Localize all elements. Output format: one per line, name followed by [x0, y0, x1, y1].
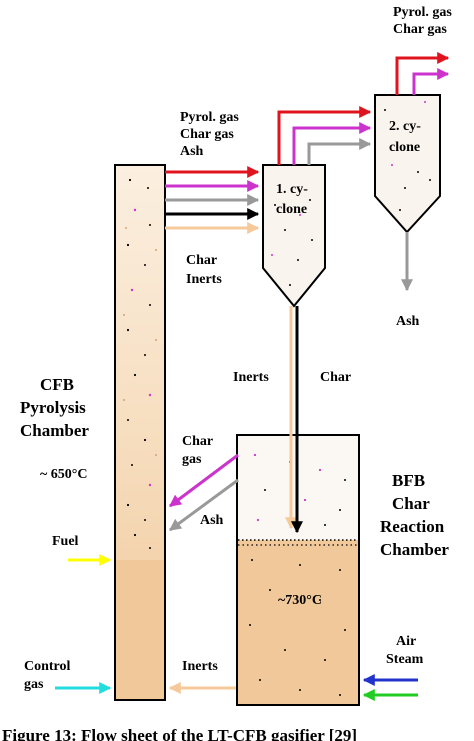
label-inerts-down: Inerts [233, 370, 269, 385]
cyclone-1-label-line1: 1. cy- [276, 182, 308, 197]
label-fuel: Fuel [52, 534, 79, 549]
label-control: Control [24, 659, 71, 674]
label-char-in: Char [182, 434, 213, 449]
cfb-label-line3: Chamber [20, 421, 89, 440]
arrow-ash-to-cfb [169, 478, 239, 532]
bfb-sand-bed [238, 540, 358, 704]
figure-caption: Figure 13: Flow sheet of the LT-CFB gasi… [2, 726, 357, 741]
cyclone-2 [374, 94, 441, 234]
arrow-pyrol-gas-to-cyclone2 [277, 106, 372, 165]
arrow-char-gas-to-cyclone2 [292, 122, 372, 165]
cfb-dense-bed [116, 560, 164, 699]
cyclone-2-label-line1: 2. cy- [389, 119, 421, 134]
arrow-pyrol-gas-out [395, 52, 450, 95]
label-pyrol-gas-mid: Pyrol. gas [180, 110, 239, 125]
arrow-char-gas-to-cfb [169, 453, 239, 508]
cyclone-1-label-line2: clone [276, 202, 307, 217]
label-air: Air [396, 634, 416, 649]
cyclone-2-label-line2: clone [389, 140, 420, 155]
label-char-out: Char [186, 253, 217, 268]
label-steam: Steam [386, 652, 424, 667]
label-ash-in: Ash [200, 513, 224, 528]
cfb-temperature: ~ 650°C [40, 467, 88, 482]
label-pyrol-gas-top: Pyrol. gas [393, 5, 452, 20]
bfb-label-line2: Char [392, 494, 430, 513]
label-gas-in: gas [182, 452, 202, 467]
bfb-label-line4: Chamber [380, 540, 449, 559]
label-control-gas: gas [24, 677, 44, 692]
arrow-char-gas-out [412, 68, 450, 95]
cyclone-1-particles [271, 199, 313, 286]
label-char-down: Char [320, 370, 351, 385]
label-char-gas-mid: Char gas [180, 127, 234, 142]
bfb-bed-particles [249, 559, 346, 696]
cyclone-2-particles [384, 101, 431, 211]
cfb-particles [123, 178, 157, 549]
bfb-temperature: ~730°C [278, 593, 322, 608]
label-ash-mid: Ash [180, 144, 204, 159]
cfb-label-line2: Pyrolysis [20, 398, 86, 417]
bfb-label-line1: BFB [392, 471, 425, 490]
bfb-label-line3: Reaction [380, 517, 445, 536]
label-inerts-return: Inerts [182, 659, 218, 674]
arrow-ash-to-cyclone2 [307, 138, 372, 165]
label-inerts-out: Inerts [186, 272, 222, 287]
cfb-label-line1: CFB [40, 375, 74, 394]
label-ash-bottom: Ash [396, 314, 420, 329]
label-char-gas-top: Char gas [393, 22, 447, 37]
